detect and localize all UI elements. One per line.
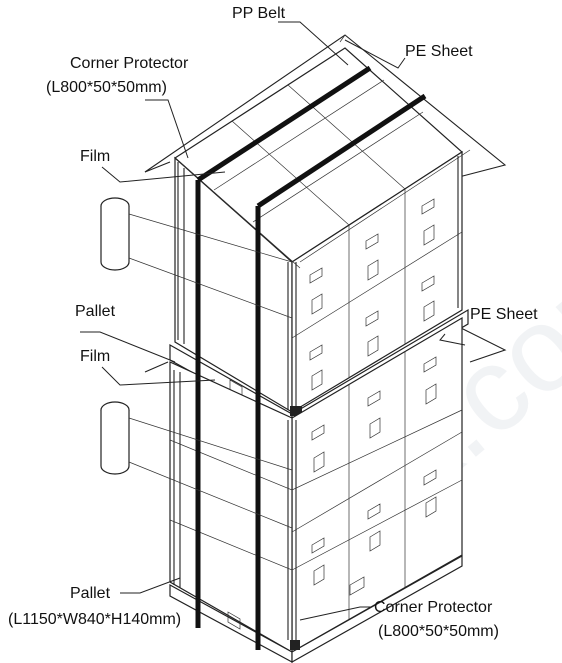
bottom-pallet-unit: [169, 316, 463, 663]
pp-belt-label: PP Belt: [232, 5, 286, 22]
corner-protector-top-label: Corner Protector: [70, 55, 189, 72]
leader-lines: [80, 21, 466, 621]
handle-cutouts-bottom: [311, 356, 437, 586]
film-bottom-label: Film: [80, 348, 110, 365]
film-top-label: Film: [80, 148, 110, 165]
pe-sheet-mid-label: PE Sheet: [470, 306, 538, 323]
corner-protector-bottom-dim-label: (L800*50*50mm): [378, 623, 499, 640]
pe-sheet-top-label: PE Sheet: [405, 43, 473, 60]
handle-cutouts-top: [309, 198, 435, 391]
top-pp-belts: [195, 65, 427, 398]
pallet-mid-label: Pallet: [75, 303, 116, 320]
top-pe-sheet: [144, 34, 507, 179]
corner-protector-top-dim-label: (L800*50*50mm): [46, 79, 167, 96]
pallet-bottom-dim-label: (L1150*W840*H140mm): [8, 611, 181, 628]
film-roll-top: [100, 197, 130, 271]
middle-pe-sheet: [144, 324, 507, 373]
bottom-pp-belts: [195, 372, 261, 650]
pallet-bottom-label: Pallet: [70, 585, 111, 602]
film-roll-bottom: [100, 401, 130, 475]
corner-protector-bottom-label: Corner Protector: [374, 599, 493, 616]
